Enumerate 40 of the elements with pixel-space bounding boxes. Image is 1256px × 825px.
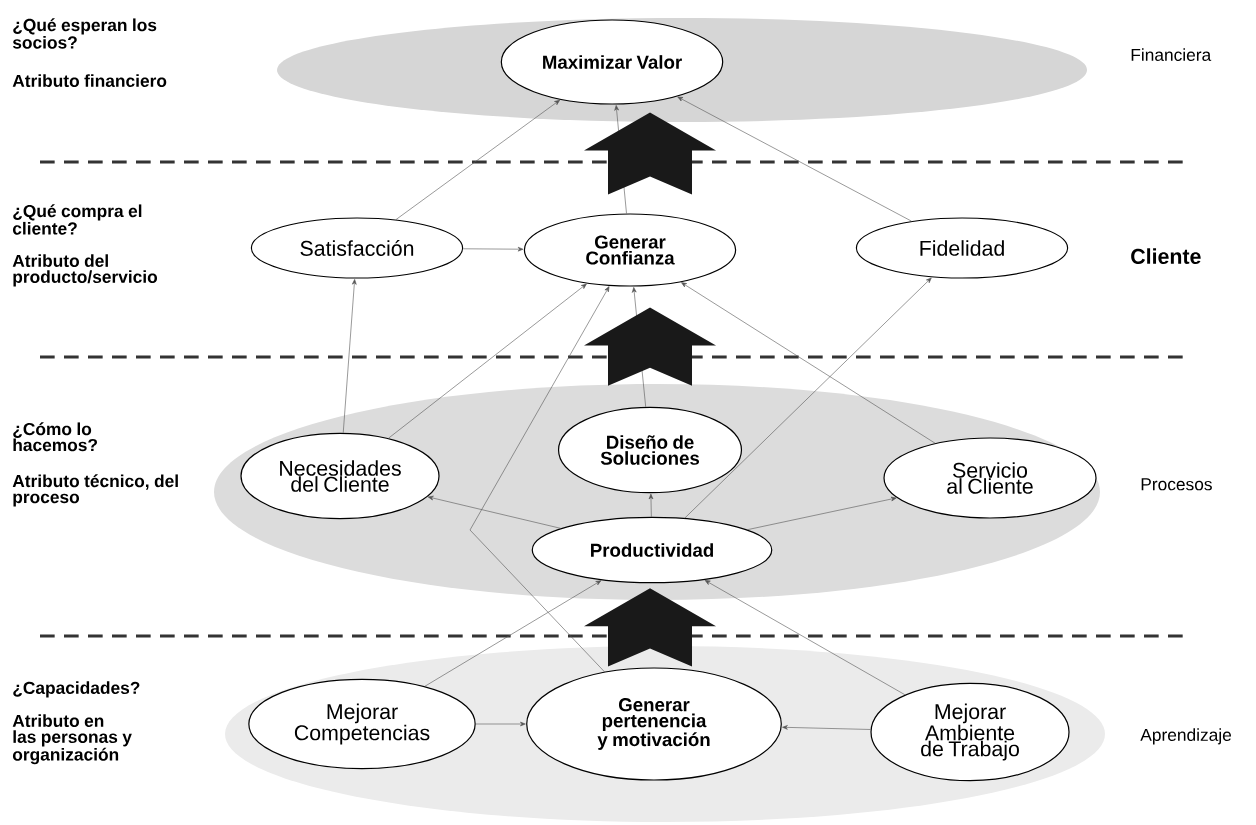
side-label: ¿Qué esperan los socios? — [12, 18, 157, 49]
block-arrow — [584, 307, 716, 386]
side-label: Aprendizaje — [1140, 728, 1232, 745]
arrow — [747, 496, 897, 530]
ellipse-node: Mejorar Ambiente de Trabajo — [870, 682, 1070, 782]
ellipse-node: Necesidades del Cliente — [240, 432, 440, 520]
arrow — [704, 580, 906, 696]
side-label: Atributo financiero — [12, 74, 167, 87]
arrow — [388, 283, 587, 439]
side-label: ¿Capacidades? — [13, 681, 140, 698]
arrow — [462, 246, 524, 252]
side-label: Procesos — [1141, 478, 1212, 491]
arrow — [782, 725, 871, 730]
ellipse-node: Diseño de Soluciones — [557, 406, 743, 494]
ellipse-node: Generar Confianza — [523, 213, 737, 287]
ellipse-node: Fidelidad — [855, 217, 1069, 279]
side-label: ¿Qué compra el cliente? — [12, 204, 142, 235]
ellipse-node: Productividad — [531, 516, 773, 584]
side-label: ¿Cómo lo hacemos? — [13, 422, 97, 452]
arrow — [475, 721, 526, 727]
block-arrow — [584, 588, 716, 667]
arrow — [424, 580, 602, 687]
side-label: Atributo técnico, del proceso — [12, 474, 178, 507]
side-label: Atributo del producto/servicio — [12, 254, 158, 287]
side-label: Cliente — [1131, 248, 1201, 264]
ellipse-node: Generar pertenencia y motivación — [526, 667, 782, 781]
arrow — [677, 96, 912, 222]
arrow — [342, 279, 357, 434]
ellipse-node: Servicio al Cliente — [883, 437, 1097, 519]
block-arrow — [584, 112, 716, 195]
side-label: Atributo en las personas y organización — [12, 714, 132, 765]
arrow — [395, 99, 560, 220]
arrow — [684, 277, 932, 519]
ellipse-node: Satisfacción — [250, 217, 464, 279]
arrow — [427, 495, 561, 529]
arrow — [648, 493, 654, 518]
side-label: Financiera — [1131, 48, 1212, 61]
ellipse-node: Mejorar Competencias — [248, 678, 476, 770]
ellipse-node: Maximizar Valor — [500, 19, 724, 105]
arrow — [681, 282, 936, 444]
